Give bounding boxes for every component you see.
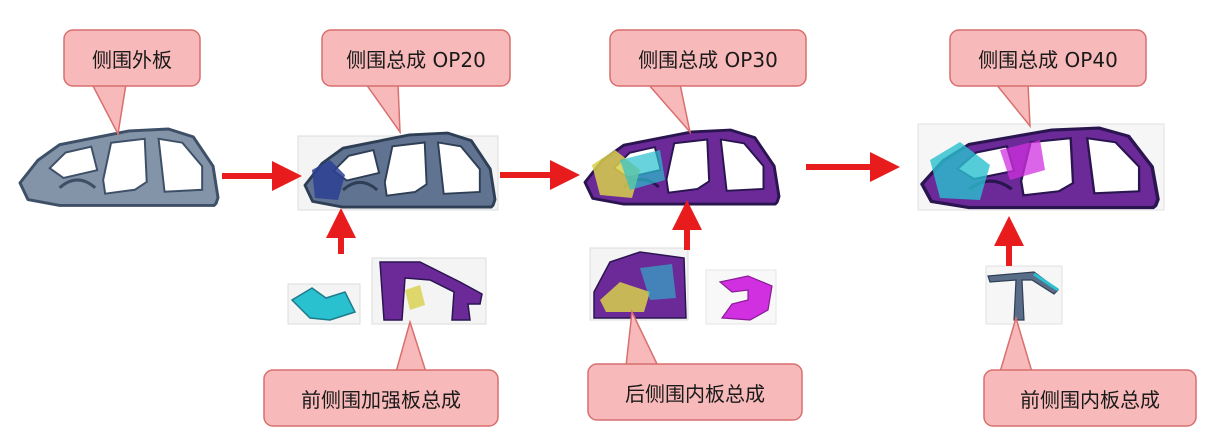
- outer-panel-image: [18, 127, 220, 207]
- station-label-op40: 侧围总成 OP40: [978, 47, 1118, 72]
- subpart-label-rear-inner: 后侧围内板总成: [625, 381, 765, 406]
- callout-tail-front-reinforcement: [395, 319, 428, 373]
- station-label-outer-panel: 侧围外板: [92, 47, 172, 72]
- callout-tail-op30: [646, 83, 692, 135]
- front-inner-panel-image: [985, 265, 1063, 325]
- station-label-op30: 侧围总成 OP30: [638, 47, 778, 72]
- op40-assembly-image: [917, 123, 1165, 211]
- op20-assembly-image: [297, 131, 499, 211]
- callout-tail-front-inner: [998, 315, 1034, 373]
- station-label-op20: 侧围总成 OP20: [346, 47, 486, 72]
- subpart-label-front-reinforcement: 前侧围加强板总成: [301, 387, 461, 412]
- callout-tail-op40: [994, 83, 1031, 129]
- callout-tail-outer-panel: [90, 83, 127, 137]
- front-reinforcement-image: [371, 257, 487, 325]
- callout-tail-op20: [364, 83, 401, 135]
- magenta-part-image: [705, 269, 777, 325]
- op30-assembly-image: [583, 128, 781, 206]
- bracket-part-image: [287, 283, 361, 325]
- subpart-label-front-inner: 前侧围内板总成: [1020, 387, 1160, 412]
- rear-inner-panel-image: [589, 247, 689, 321]
